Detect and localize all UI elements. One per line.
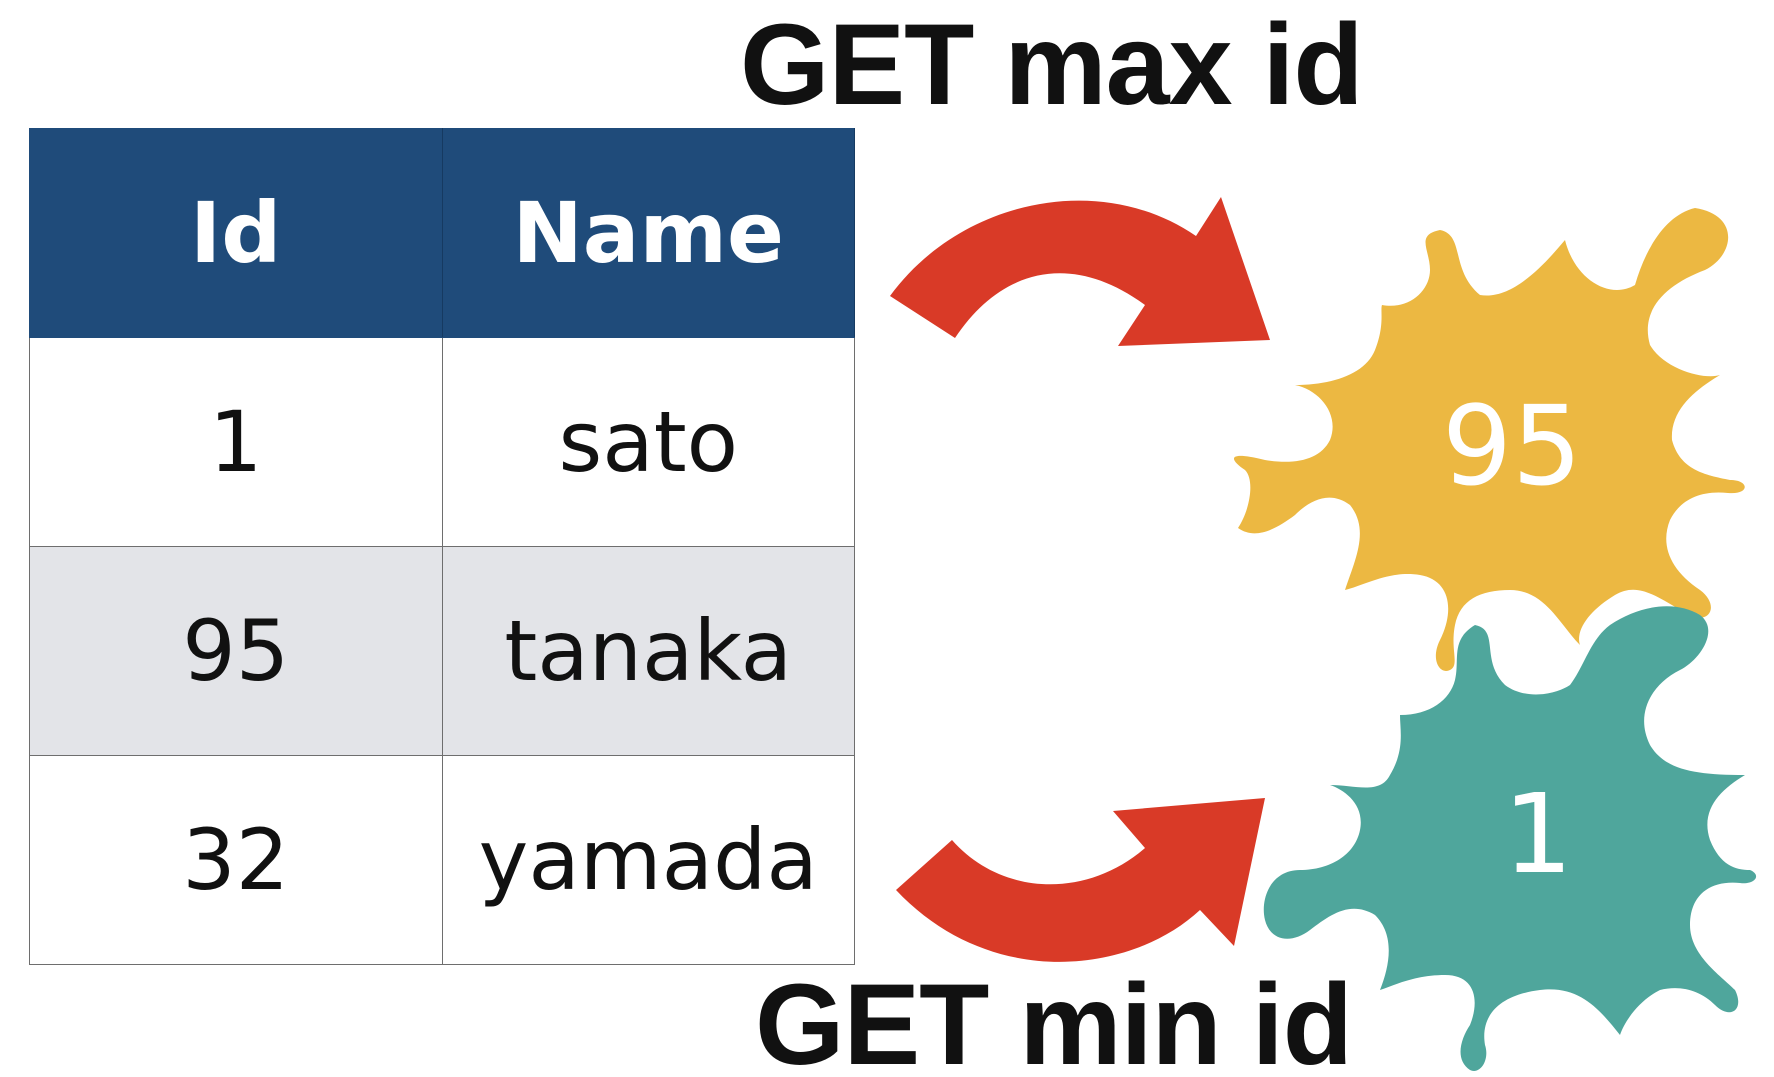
users-table: Id Name 1 sato 95 tanaka 32 yamada	[29, 128, 855, 965]
cell-name: tanaka	[441, 546, 855, 756]
table-row: 1 sato	[29, 337, 855, 547]
teal-splat-icon	[1263, 606, 1757, 1071]
column-header-name: Name	[441, 128, 855, 338]
cell-id: 1	[29, 337, 443, 547]
table-row: 32 yamada	[29, 755, 855, 965]
yellow-splat-icon	[1233, 208, 1745, 671]
column-header-id: Id	[29, 128, 443, 338]
table-header-row: Id Name	[29, 128, 855, 338]
arrow-to-min-icon	[896, 798, 1265, 962]
min-result-splat: 1	[1263, 606, 1757, 1071]
max-result-splat: 95	[1233, 208, 1745, 671]
table-row: 95 tanaka	[29, 546, 855, 756]
min-id-label: GET min id	[755, 961, 1353, 1077]
arrow-to-max-icon	[890, 197, 1270, 346]
min-result-value: 1	[1503, 770, 1573, 898]
max-result-value: 95	[1442, 382, 1582, 510]
max-id-label: GET max id	[740, 1, 1364, 129]
cell-id: 95	[29, 546, 443, 756]
cell-id: 32	[29, 755, 443, 965]
cell-name: yamada	[441, 755, 855, 965]
